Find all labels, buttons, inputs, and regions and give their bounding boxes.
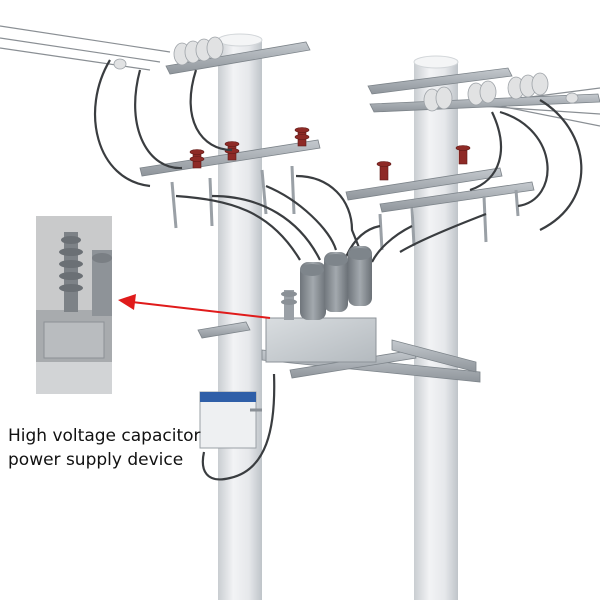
top-crossarms xyxy=(165,41,600,113)
callout-arrow xyxy=(118,294,271,319)
left-pole xyxy=(217,33,263,600)
top-insulators xyxy=(113,36,579,112)
callout-label: High voltage capacitor power supply devi… xyxy=(8,424,218,472)
surge-arresters xyxy=(189,127,471,181)
zoom-inset xyxy=(36,216,112,394)
capacitor-power-supply-box xyxy=(199,391,262,449)
callout-label-line-2: power supply device xyxy=(8,450,184,470)
cables xyxy=(93,59,583,481)
callout-label-line-1: High voltage capacitor xyxy=(8,426,201,446)
right-pole xyxy=(413,55,459,600)
circuit-breaker xyxy=(265,246,377,363)
